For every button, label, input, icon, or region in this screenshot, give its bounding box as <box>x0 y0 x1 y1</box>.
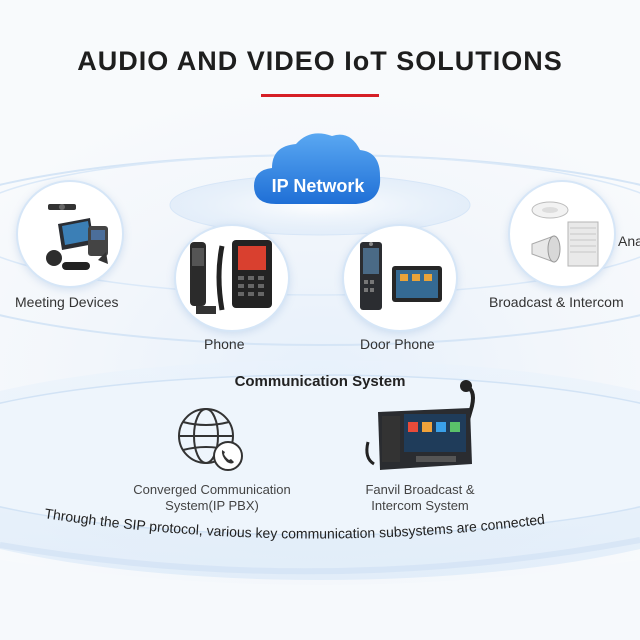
title-underline <box>261 94 379 97</box>
base-strip <box>0 560 640 640</box>
broadcast-node[interactable] <box>508 180 616 288</box>
phone-node[interactable] <box>174 224 290 332</box>
door-phone-icon <box>360 242 442 310</box>
fanvil-label-line2: Intercom System <box>371 498 469 513</box>
phone-icon <box>190 240 272 314</box>
meeting-devices-label: Meeting Devices <box>15 294 119 310</box>
broadcast-console-icon <box>365 380 475 470</box>
pbx-label: Converged Communication System(IP PBX) <box>118 482 306 514</box>
platform-top <box>0 374 640 536</box>
fanvil-label-line1: Fanvil Broadcast & <box>365 482 475 497</box>
globe-phone-icon <box>178 408 243 471</box>
phone-label: Phone <box>204 336 245 352</box>
door-phone-node[interactable] <box>342 224 458 332</box>
analog-label-cut: Ana <box>618 233 640 249</box>
fanvil-broadcast-label: Fanvil Broadcast & Intercom System <box>350 482 490 514</box>
pbx-label-line2: System(IP PBX) <box>165 498 259 513</box>
communication-title: Communication System <box>234 373 406 390</box>
speaker-icon <box>531 201 599 267</box>
cloud-icon <box>246 126 386 216</box>
pbx-label-line1: Converged Communication <box>133 482 291 497</box>
meeting-devices-node[interactable] <box>16 180 124 288</box>
meeting-device-icon <box>46 204 108 270</box>
door-phone-label: Door Phone <box>360 336 435 352</box>
network-label: IP Network <box>271 176 365 196</box>
page-title: AUDIO AND VIDEO IoT SOLUTIONS <box>77 46 563 76</box>
broadcast-label: Broadcast & Intercom <box>489 294 624 310</box>
